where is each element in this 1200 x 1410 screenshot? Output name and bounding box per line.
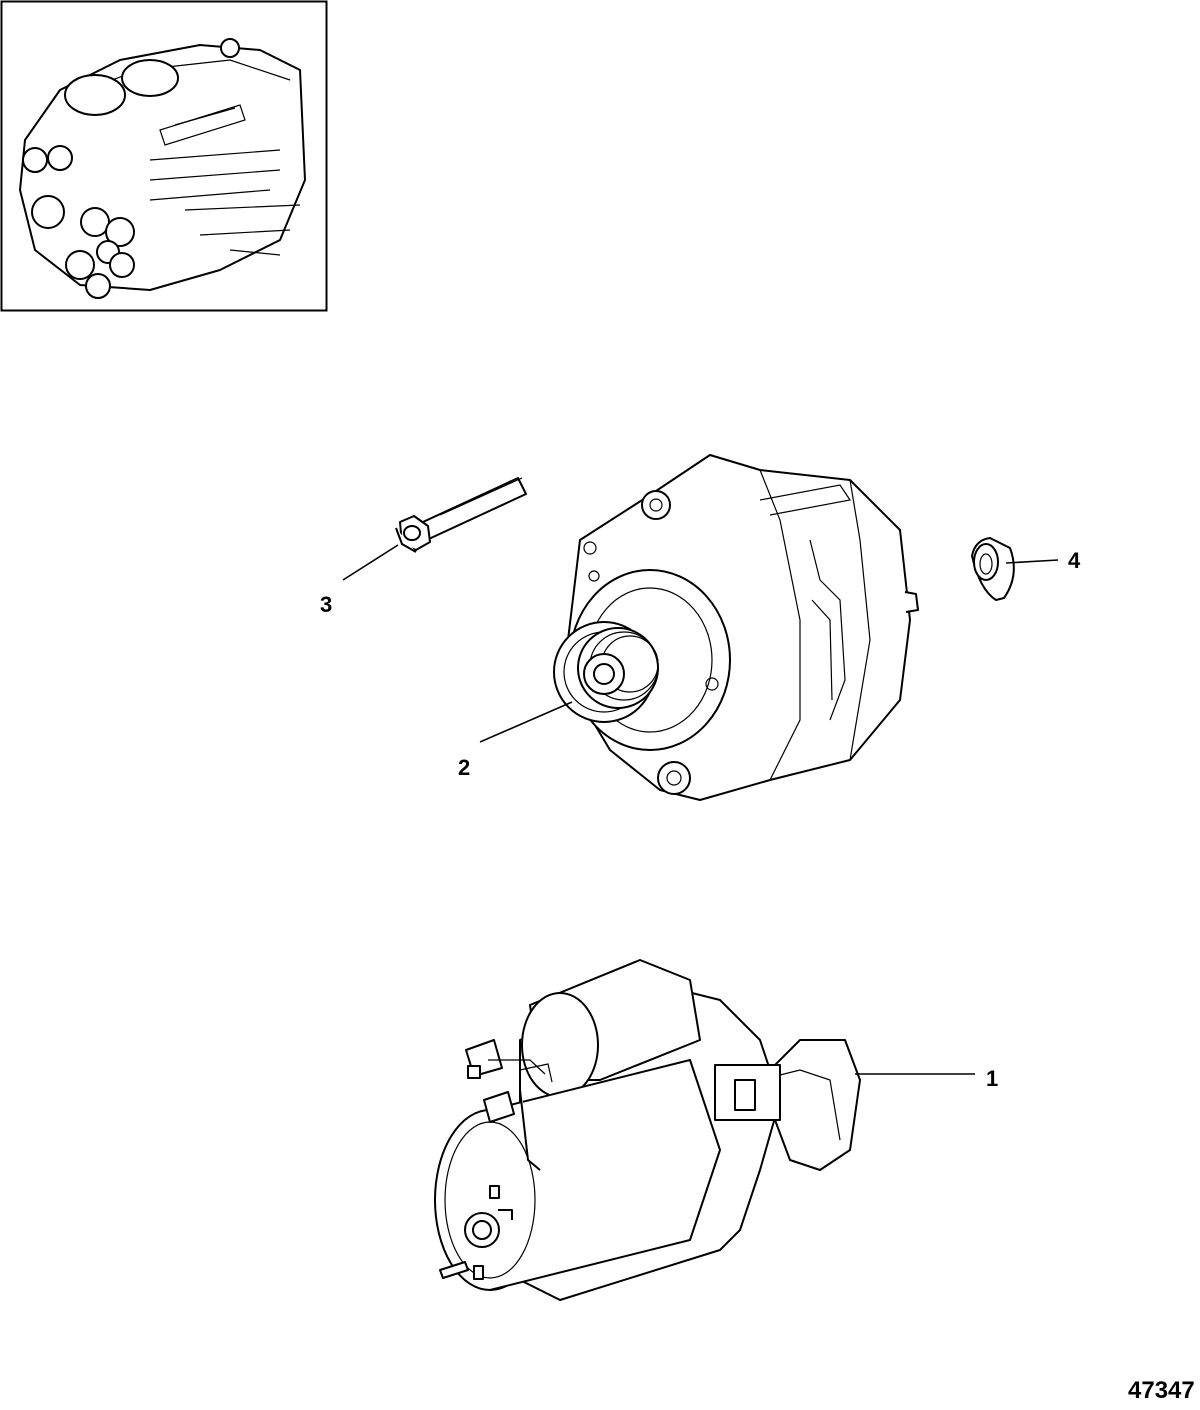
callout-3: 3 [320,592,332,617]
callout-2: 2 [458,755,470,780]
callout-4: 4 [1068,548,1081,573]
leader-line-3 [342,544,399,581]
callout-1: 1 [986,1066,998,1091]
part-4-cap [971,537,1015,601]
part-3-bolt [395,477,527,553]
engine-locator-thumbnail [0,0,328,312]
leader-line-4 [1005,559,1059,564]
leader-lines [342,544,1059,1075]
part-1-starter-motor [434,959,861,1301]
part-2-alternator [553,454,919,801]
reference-number: 47347 [1128,1377,1195,1404]
leader-line-2 [479,701,573,743]
engine-overview-drawing [19,38,306,299]
